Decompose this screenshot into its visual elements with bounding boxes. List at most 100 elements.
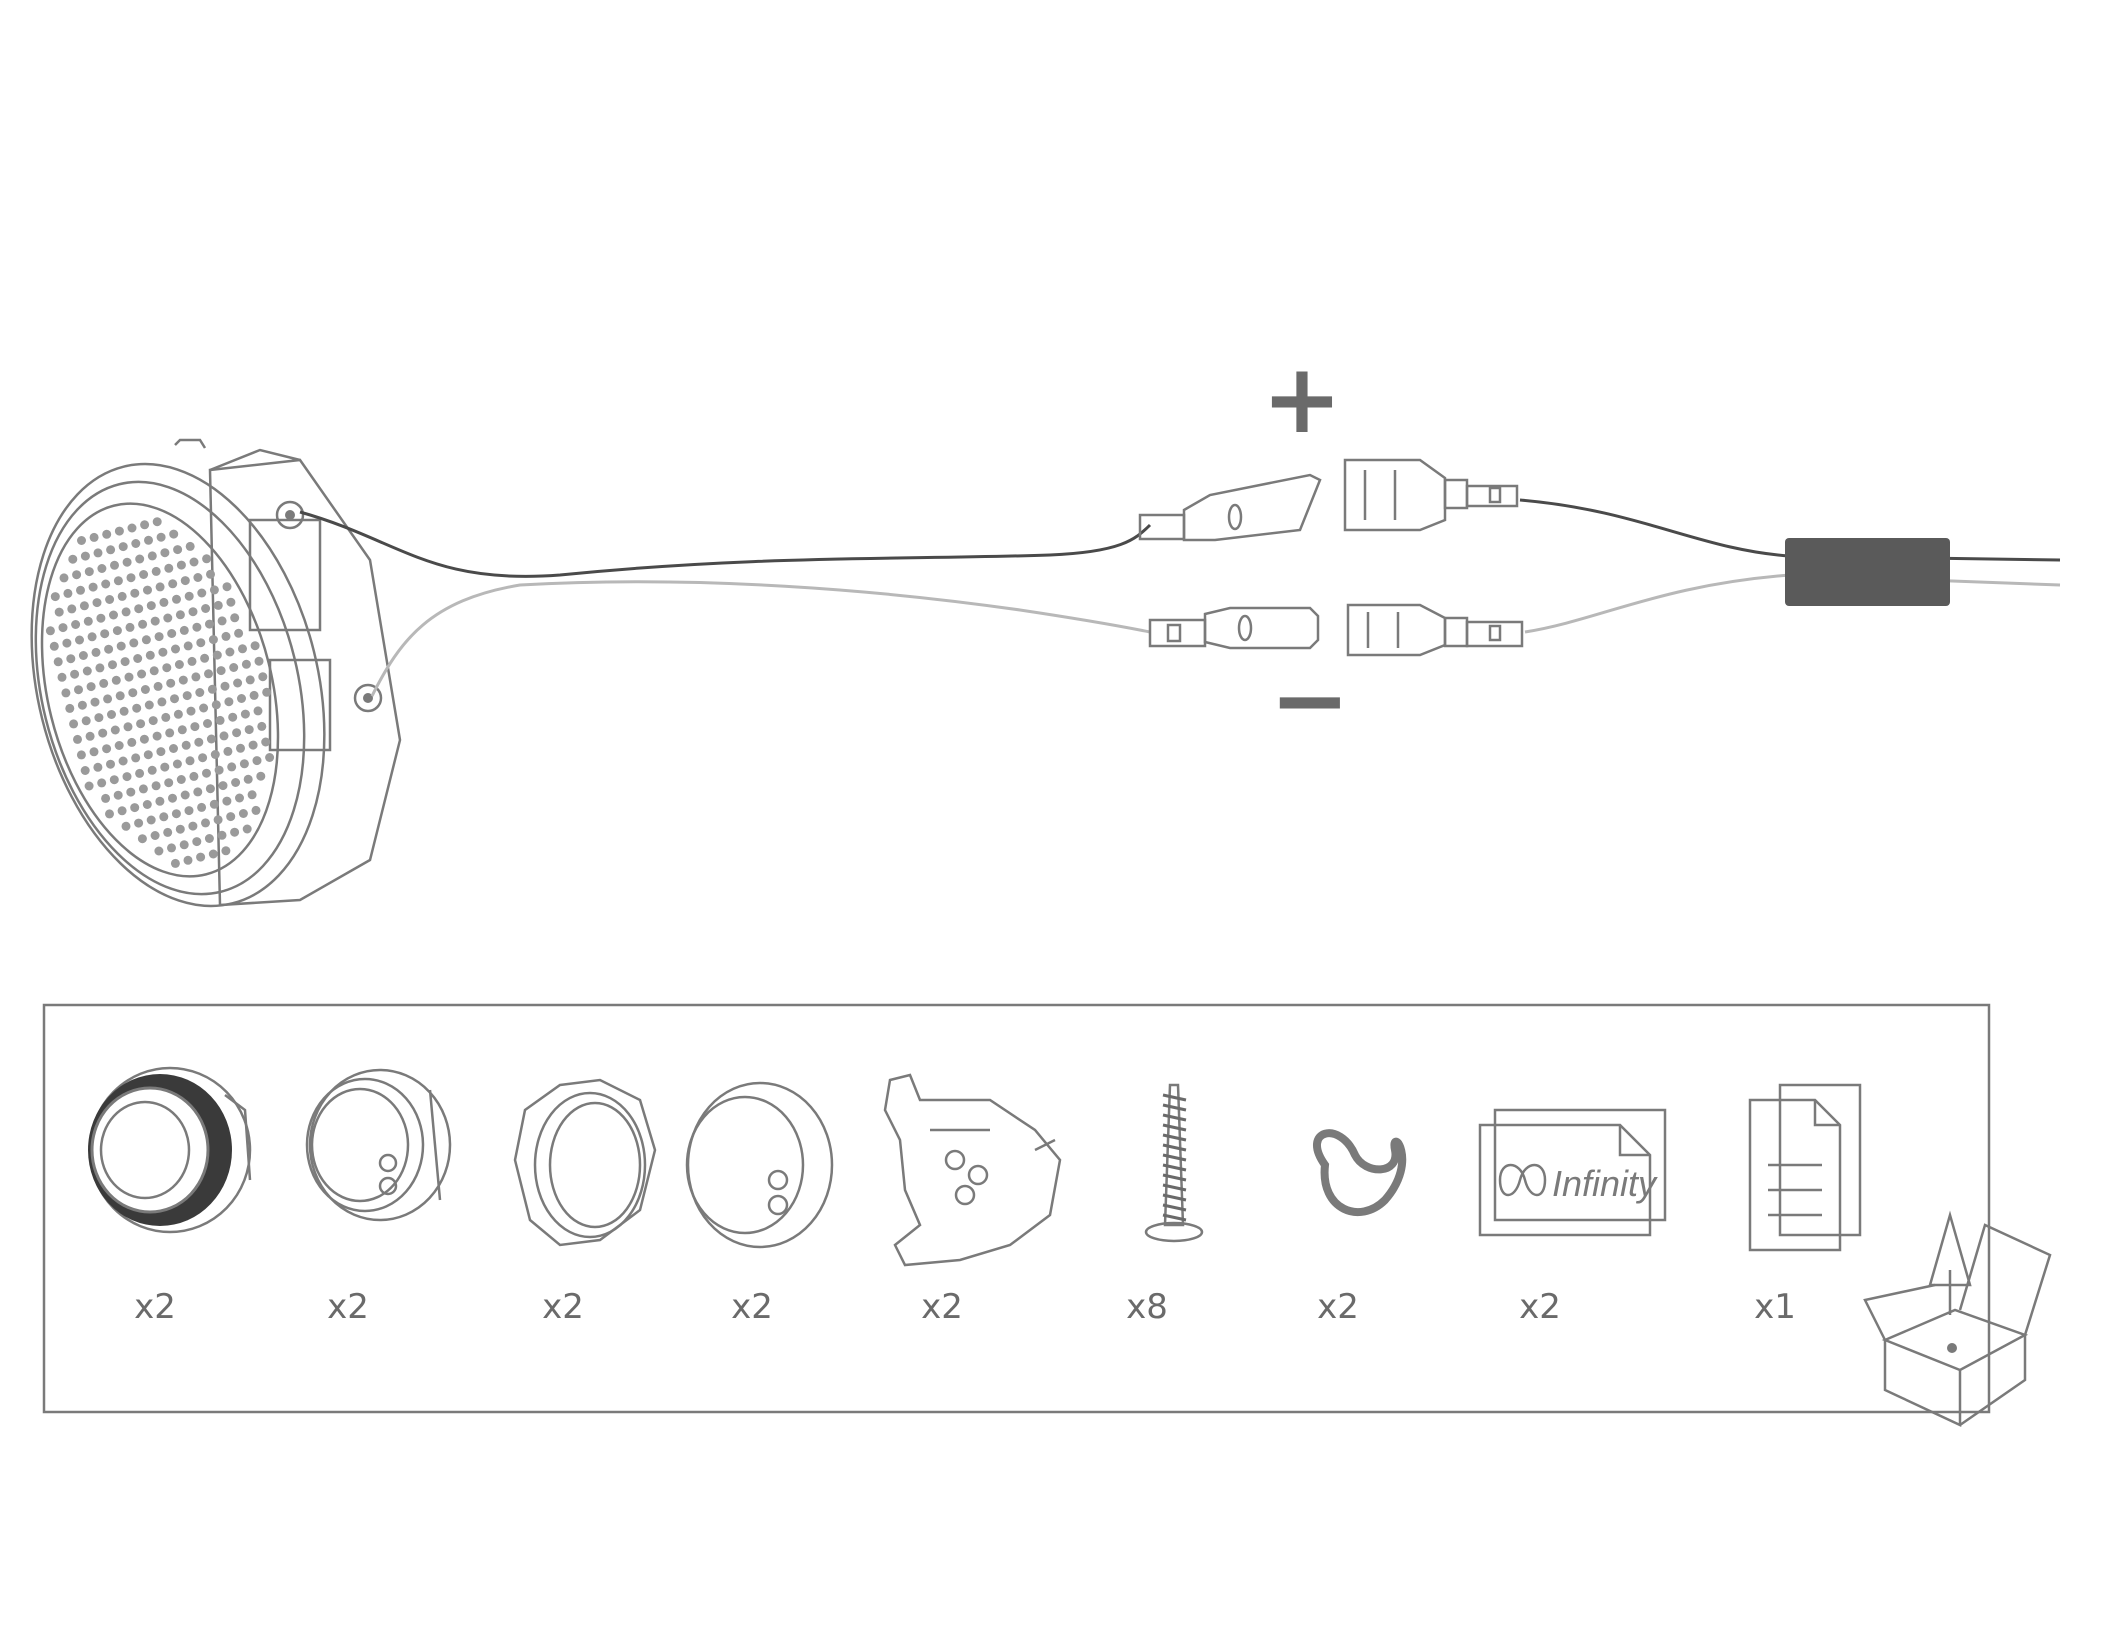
grille-dot <box>138 834 147 843</box>
grille-dot <box>127 573 136 582</box>
grille-dot <box>88 632 97 641</box>
grille-dot <box>190 558 199 567</box>
grille-dot <box>122 822 131 831</box>
grille-dot <box>136 719 145 728</box>
grille-dot <box>227 762 236 771</box>
quantity-label: x2 <box>921 1287 963 1327</box>
grille-dot <box>92 648 101 657</box>
grille-dot <box>208 685 217 694</box>
grille-dot <box>202 769 211 778</box>
grille-dot <box>171 645 180 654</box>
grille-dot <box>201 818 210 827</box>
grille-dot <box>159 598 168 607</box>
grille-dot <box>134 819 143 828</box>
grille-dot <box>144 536 153 545</box>
grille-dot <box>180 626 189 635</box>
grille-dot <box>189 772 198 781</box>
grille-dot <box>75 636 84 645</box>
grille-dot <box>139 570 148 579</box>
contents-item-surface-cup-icon <box>307 1070 450 1220</box>
grille-dot <box>250 691 259 700</box>
grille-dot <box>148 551 157 560</box>
grille-dot <box>202 554 211 563</box>
grille-dot <box>209 635 218 644</box>
grille-dot <box>54 657 63 666</box>
connectors: + − <box>1140 343 1522 756</box>
grille-dot <box>200 654 209 663</box>
grille-dot <box>255 657 264 666</box>
grille-dot <box>110 775 119 784</box>
grille-dot <box>126 788 135 797</box>
grille-dot <box>242 660 251 669</box>
positive-wire-left <box>300 512 1150 576</box>
grille-dot <box>265 753 274 762</box>
grille-dot <box>176 825 185 834</box>
grille-dot <box>131 753 140 762</box>
contents-item-cable-tie-icon <box>1317 1133 1402 1212</box>
grille-dot <box>185 592 194 601</box>
grille-dot <box>100 629 109 638</box>
grille-dot <box>157 533 166 542</box>
grille-dot <box>134 604 143 613</box>
grille-dot <box>226 812 235 821</box>
grille-dot <box>237 694 246 703</box>
grille-dot <box>186 756 195 765</box>
quantity-label: x2 <box>134 1287 176 1327</box>
grille-dot <box>98 729 107 738</box>
grille-dot <box>126 623 135 632</box>
grille-dot <box>130 803 139 812</box>
grille-dot <box>199 704 208 713</box>
grille-dot <box>169 530 178 539</box>
grille-dot <box>141 685 150 694</box>
grille-dot <box>99 679 108 688</box>
grille-dot <box>73 735 82 744</box>
contents-item-manual-icon <box>1750 1085 1860 1250</box>
tweeter-illustration <box>0 433 400 937</box>
contents-item-screw-icon <box>1146 1085 1202 1241</box>
quantity-label: x2 <box>731 1287 773 1327</box>
grille-dot <box>223 582 232 591</box>
grille-dot <box>251 641 260 650</box>
grille-dot <box>258 672 267 681</box>
grille-dot <box>225 648 234 657</box>
grille-dot <box>177 561 186 570</box>
grille-dot <box>153 732 162 741</box>
grille-dot <box>82 716 91 725</box>
grille-dot <box>171 859 180 868</box>
grille-dot <box>77 536 86 545</box>
grille-dot <box>226 598 235 607</box>
grille-dot <box>115 741 124 750</box>
grille-dot <box>228 713 237 722</box>
grille-dot <box>58 673 67 682</box>
grille-dot <box>234 629 243 638</box>
grille-dot <box>213 651 222 660</box>
grille-dot <box>76 586 85 595</box>
grille-dot <box>230 828 239 837</box>
grille-dot <box>222 797 231 806</box>
grille-dot <box>124 722 133 731</box>
grille-dot <box>156 747 165 756</box>
grille-dot <box>148 766 157 775</box>
grille-dot <box>86 732 95 741</box>
grille-dot <box>207 735 216 744</box>
grille-dot <box>167 843 176 852</box>
grille-dot <box>93 763 102 772</box>
grille-dot <box>253 756 262 765</box>
grille-dot <box>167 629 176 638</box>
grille-dot <box>97 778 106 787</box>
grille-dot <box>111 726 120 735</box>
grille-dot <box>62 639 71 648</box>
grille-dot <box>262 688 271 697</box>
grille-dot <box>246 675 255 684</box>
grille-dot <box>248 790 257 799</box>
grille-dot <box>90 533 99 542</box>
grille-dot <box>145 701 154 710</box>
grille-dot <box>160 548 169 557</box>
grille-dot <box>168 794 177 803</box>
grille-dot <box>161 713 170 722</box>
grille-dot <box>180 840 189 849</box>
positive-female-connector <box>1345 460 1517 530</box>
grille-dot <box>133 654 142 663</box>
grille-dot <box>83 667 92 676</box>
quantity-label: x1 <box>1754 1287 1796 1327</box>
